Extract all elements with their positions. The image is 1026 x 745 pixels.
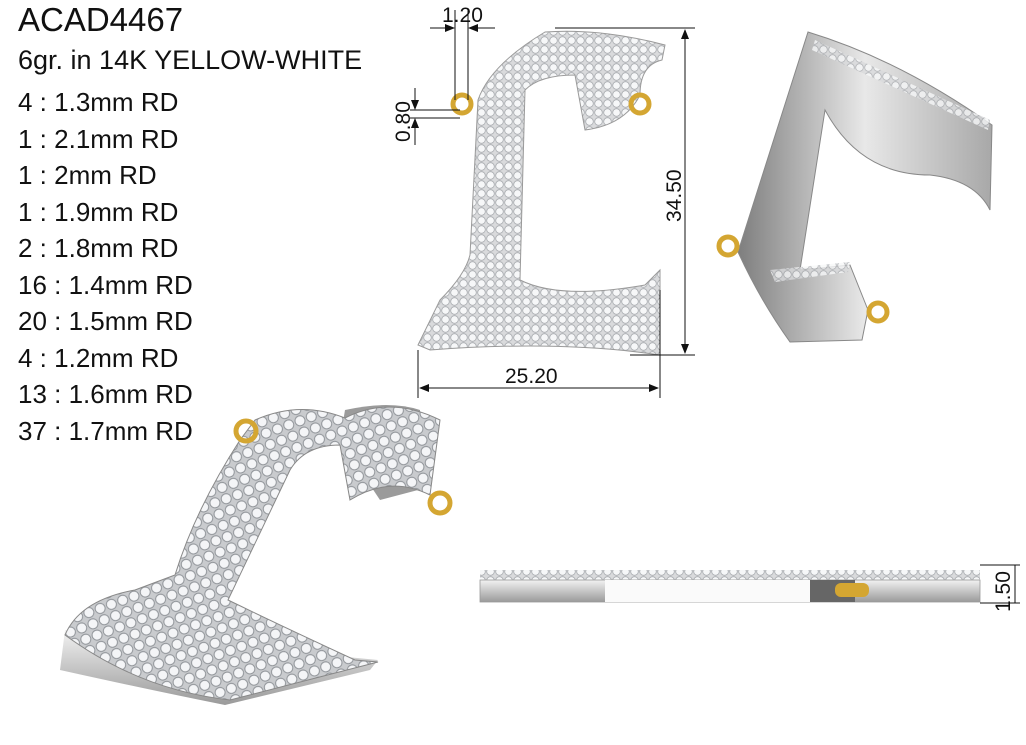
stone-item: 1 : 2mm RD — [18, 160, 157, 190]
product-code: ACAD4467 — [18, 1, 184, 38]
bail-ring-left — [716, 234, 740, 258]
side-bail — [835, 583, 869, 597]
stone-item: 20 : 1.5mm RD — [18, 306, 193, 336]
dim-width: 25.20 — [505, 365, 558, 388]
stone-item: 2 : 1.8mm RD — [18, 233, 179, 263]
front-view — [417, 30, 666, 356]
letter-perspective — [64, 406, 441, 701]
stone-list: 4 : 1.3mm RD 1 : 2.1mm RD 1 : 2mm RD 1 :… — [18, 84, 193, 449]
letter-back — [737, 31, 993, 343]
stone-item: 4 : 1.3mm RD — [18, 87, 179, 117]
dim-height: 34.50 — [663, 169, 686, 222]
bail-ring-left — [450, 92, 474, 116]
stone-item: 4 : 1.2mm RD — [18, 342, 179, 373]
stone-item: 37 : 1.7mm RD — [18, 415, 193, 446]
stone-item: 16 : 1.4mm RD — [18, 269, 193, 300]
perspective-view — [60, 405, 453, 705]
stone-item: 1 : 2.1mm RD — [18, 123, 179, 154]
stone-item: 1 : 1.9mm RD — [18, 196, 179, 227]
stone-item: 13 : 1.6mm RD — [18, 379, 193, 409]
dimension-lines — [410, 10, 1020, 604]
dim-thickness: 1.50 — [992, 571, 1015, 612]
dim-bail-width: 1.20 — [442, 4, 483, 27]
side-view — [479, 570, 981, 603]
dim-bail-offset: 0.80 — [392, 101, 415, 142]
letter-front — [417, 30, 666, 356]
metal-spec: 6gr. in 14K YELLOW-WHITE — [18, 45, 363, 75]
back-view — [716, 31, 993, 343]
bail-ring-right — [427, 490, 453, 516]
bail-ring-left — [233, 418, 259, 444]
bail-ring-right — [628, 92, 652, 116]
bail-ring-right — [866, 300, 890, 324]
